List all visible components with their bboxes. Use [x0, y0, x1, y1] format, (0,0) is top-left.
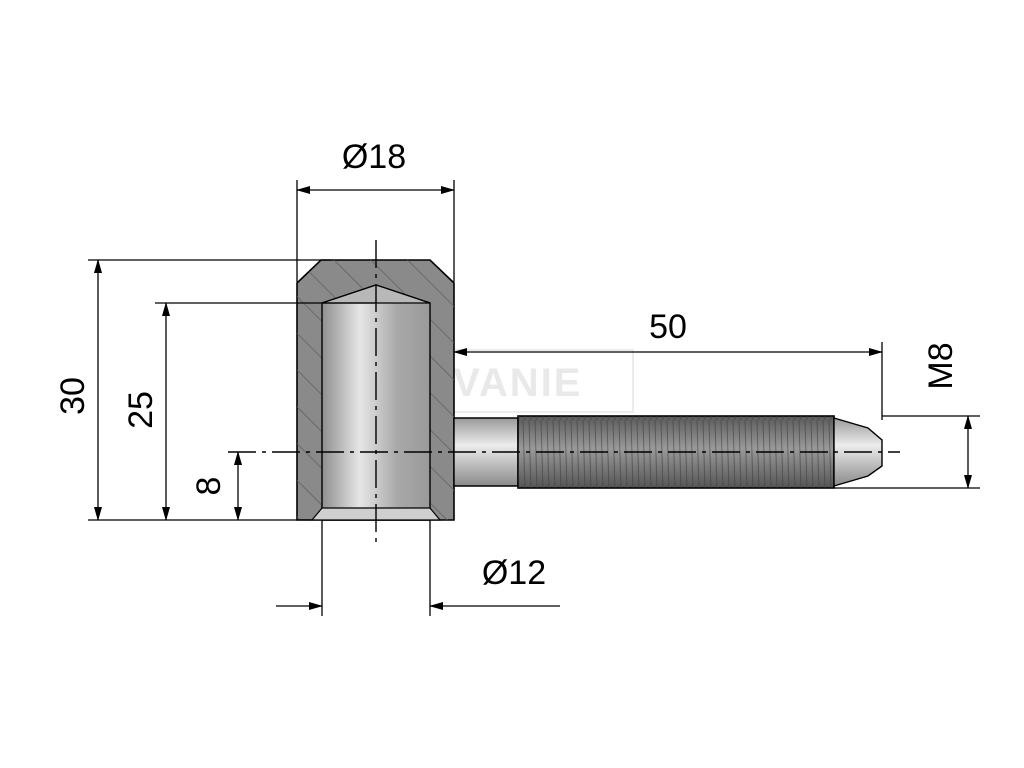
label-total-height: 30: [54, 377, 92, 415]
extension-lines: [88, 180, 980, 616]
dimension-lines: [94, 186, 972, 610]
center-lines: [228, 240, 900, 542]
label-outer-diameter: Ø18: [342, 138, 406, 176]
label-pin-length: 50: [649, 308, 687, 346]
label-bore-depth: 25: [122, 391, 160, 429]
dimension-labels: Ø18 Ø12 50 M8 30 25 8: [54, 138, 960, 592]
label-bore-diameter: Ø12: [482, 554, 546, 592]
label-thread: M8: [922, 342, 960, 389]
label-pin-offset: 8: [190, 477, 228, 496]
